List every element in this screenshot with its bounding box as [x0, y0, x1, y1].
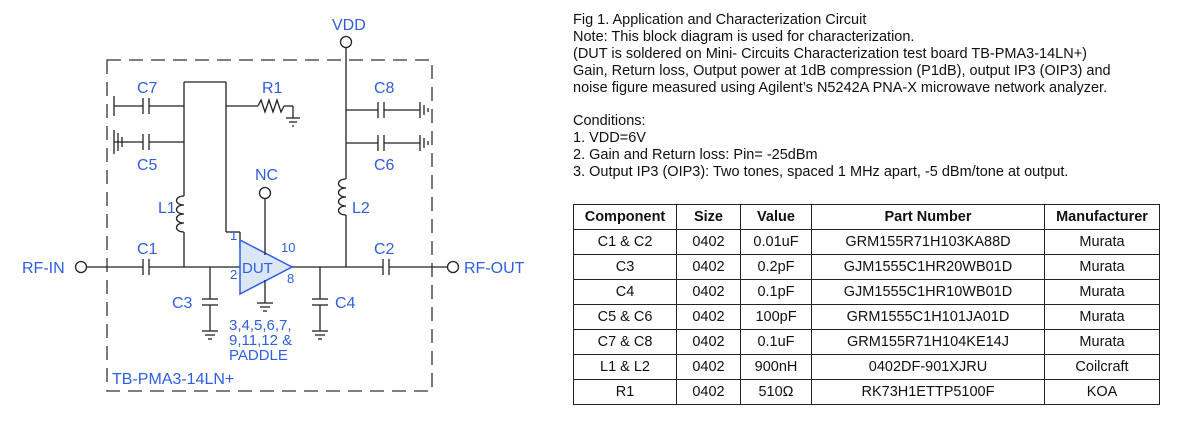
bill-of-materials-table: Component Size Value Part Number Manufac… — [573, 204, 1160, 405]
c8-label: C8 — [374, 80, 395, 97]
cell-part-number: GRM1555C1H101JA01D — [811, 304, 1045, 330]
c2-label: C2 — [374, 241, 395, 258]
cell-component: C5 & C6 — [573, 304, 677, 330]
table-header-row: Component Size Value Part Number Manufac… — [573, 204, 1160, 230]
cell-part-number: 0402DF-901XJRU — [811, 354, 1045, 380]
note-line: Gain, Return loss, Output power at 1dB c… — [573, 63, 1111, 79]
rf-in-port — [74, 260, 88, 274]
cell-size: 0402 — [676, 254, 741, 280]
cell-size: 0402 — [676, 279, 741, 305]
c3-label: C3 — [172, 295, 193, 312]
c6-label: C6 — [374, 157, 395, 174]
column-header-part-number: Part Number — [811, 204, 1045, 230]
test-board-outline — [106, 59, 433, 392]
cell-manufacturer: Murata — [1044, 229, 1160, 255]
l2-label: L2 — [352, 200, 370, 217]
rf-in-label: RF-IN — [22, 260, 65, 277]
cell-part-number: RK73H1ETTP5100F — [811, 379, 1045, 405]
table-row: R1 0402 510Ω RK73H1ETTP5100F KOA — [573, 379, 1160, 405]
cell-size: 0402 — [676, 379, 741, 405]
cell-component: R1 — [573, 379, 677, 405]
c7-label: C7 — [137, 80, 158, 97]
cell-part-number: GJM1555C1HR10WB01D — [811, 279, 1045, 305]
vdd-label: VDD — [332, 17, 366, 34]
board-label: TB-PMA3-14LN+ — [112, 371, 234, 388]
pin-2-label: 2 — [230, 267, 237, 282]
figure-notes: Fig 1. Application and Characterization … — [573, 12, 1183, 181]
pin-8-label: 8 — [287, 271, 294, 286]
rf-out-port — [446, 260, 460, 274]
cell-value: 0.01uF — [740, 229, 812, 255]
column-header-size: Size — [676, 204, 741, 230]
ground-pins-label-1: 3,4,5,6,7, — [229, 317, 292, 334]
cell-manufacturer: Murata — [1044, 279, 1160, 305]
table-row: C1 & C2 0402 0.01uF GRM155R71H103KA88D M… — [573, 229, 1160, 255]
cell-component: C1 & C2 — [573, 229, 677, 255]
cell-component: C3 — [573, 254, 677, 280]
condition-item: 3. Output IP3 (OIP3): Two tones, spaced … — [573, 164, 1069, 180]
cell-manufacturer: Murata — [1044, 304, 1160, 330]
column-header-value: Value — [740, 204, 812, 230]
table-row: C3 0402 0.2pF GJM1555C1HR20WB01D Murata — [573, 254, 1160, 280]
cell-part-number: GRM155R71H104KE14J — [811, 329, 1045, 355]
cell-size: 0402 — [676, 229, 741, 255]
cell-value: 0.2pF — [740, 254, 812, 280]
cell-value: 0.1pF — [740, 279, 812, 305]
conditions-heading: Conditions: — [573, 113, 646, 129]
schematic-diagram: VDD RF-IN RF-OUT NC DUT TB-PMA3-14LN+ 1 … — [22, 17, 525, 392]
ground-pins-label-3: PADDLE — [229, 347, 288, 364]
table-row: C5 & C6 0402 100pF GRM1555C1H101JA01D Mu… — [573, 304, 1160, 330]
cell-value: 900nH — [740, 354, 812, 380]
condition-item: 1. VDD=6V — [573, 130, 646, 146]
condition-item: 2. Gain and Return loss: Pin= -25dBm — [573, 147, 818, 163]
nc-label: NC — [255, 167, 278, 184]
cell-component: C4 — [573, 279, 677, 305]
cell-component: C7 & C8 — [573, 329, 677, 355]
cell-value: 100pF — [740, 304, 812, 330]
c5-label: C5 — [137, 157, 158, 174]
cell-manufacturer: Murata — [1044, 254, 1160, 280]
table-row: C4 0402 0.1pF GJM1555C1HR10WB01D Murata — [573, 279, 1160, 305]
r1-label: R1 — [262, 80, 283, 97]
column-header-manufacturer: Manufacturer — [1044, 204, 1160, 230]
cell-size: 0402 — [676, 329, 741, 355]
dut-amplifier — [239, 238, 294, 296]
pin-1-label: 1 — [230, 228, 237, 243]
note-line: Note: This block diagram is used for cha… — [573, 29, 915, 45]
cell-value: 510Ω — [740, 379, 812, 405]
rf-out-label: RF-OUT — [464, 260, 525, 277]
cell-size: 0402 — [676, 354, 741, 380]
l1-label: L1 — [158, 200, 176, 217]
cell-value: 0.1uF — [740, 329, 812, 355]
pin-10-label: 10 — [281, 240, 295, 255]
c4-label: C4 — [335, 295, 356, 312]
cell-component: L1 & L2 — [573, 354, 677, 380]
ground-pins-label-2: 9,11,12 & — [229, 332, 292, 349]
figure-caption: Fig 1. Application and Characterization … — [573, 12, 867, 28]
c1-label: C1 — [137, 241, 158, 258]
dut-label: DUT — [242, 260, 273, 277]
note-line: noise figure measured using Agilent’s N5… — [573, 80, 1108, 96]
cell-manufacturer: Coilcraft — [1044, 354, 1160, 380]
table-row: C7 & C8 0402 0.1uF GRM155R71H104KE14J Mu… — [573, 329, 1160, 355]
cell-manufacturer: Murata — [1044, 329, 1160, 355]
note-line: (DUT is soldered on Mini- Circuits Chara… — [573, 46, 1087, 62]
table-row: L1 & L2 0402 900nH 0402DF-901XJRU Coilcr… — [573, 354, 1160, 380]
column-header-component: Component — [573, 204, 677, 230]
cell-size: 0402 — [676, 304, 741, 330]
cell-part-number: GRM155R71H103KA88D — [811, 229, 1045, 255]
cell-part-number: GJM1555C1HR20WB01D — [811, 254, 1045, 280]
cell-manufacturer: KOA — [1044, 379, 1160, 405]
